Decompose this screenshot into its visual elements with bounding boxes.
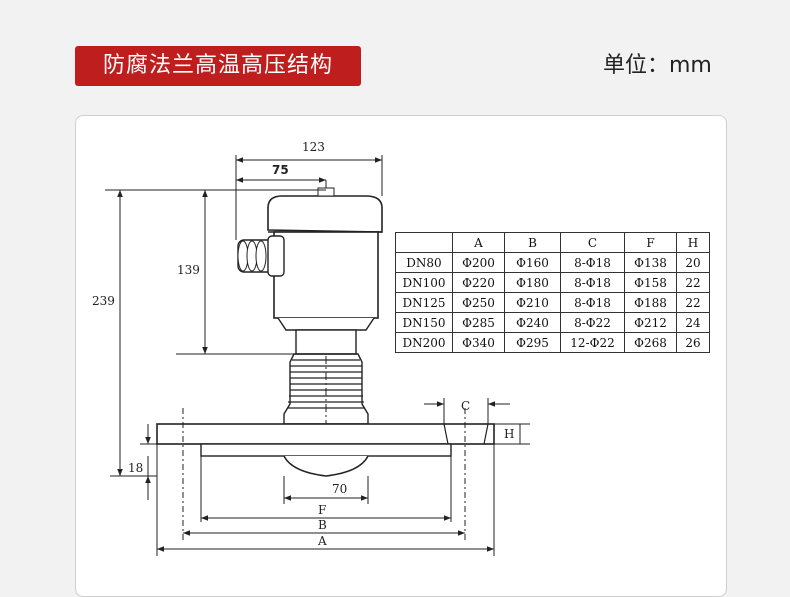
table-cell: Φ138 bbox=[624, 252, 677, 273]
table-cell: 26 bbox=[676, 332, 710, 353]
dim-139: 139 bbox=[177, 263, 200, 277]
table-cell: Φ240 bbox=[504, 312, 561, 333]
table-cell: Φ285 bbox=[452, 312, 505, 333]
table-cell: 8-Φ18 bbox=[560, 272, 625, 293]
table-cell: DN150 bbox=[395, 312, 453, 333]
table-cell: DN80 bbox=[395, 252, 453, 273]
dimension-table: A B C F H DN80 Φ200 Φ160 8-Φ18 Φ138 20 D… bbox=[395, 232, 710, 353]
dim-h: H bbox=[504, 427, 514, 441]
table-cell: Φ220 bbox=[452, 272, 505, 293]
table-cell: Φ268 bbox=[624, 332, 677, 353]
table-cell: Φ160 bbox=[504, 252, 561, 273]
table-cell: DN200 bbox=[395, 332, 453, 353]
unit-label: 单位：mm bbox=[603, 53, 712, 78]
section-title: 防腐法兰高温高压结构 bbox=[75, 46, 361, 86]
table-row: DN125 Φ250 Φ210 8-Φ18 Φ188 22 bbox=[395, 292, 710, 313]
dim-18: 18 bbox=[128, 461, 143, 475]
dim-239: 239 bbox=[92, 294, 115, 308]
table-row: DN100 Φ220 Φ180 8-Φ18 Φ158 22 bbox=[395, 272, 710, 293]
table-cell: 24 bbox=[676, 312, 710, 333]
dim-a: A bbox=[317, 534, 327, 548]
table-cell: Φ158 bbox=[624, 272, 677, 293]
dim-f: F bbox=[318, 503, 326, 517]
table-row: DN200 Φ340 Φ295 12-Φ22 Φ268 26 bbox=[395, 332, 710, 353]
cable-gland bbox=[237, 235, 285, 277]
engineering-drawing: 123 75 139 239 18 70 C H F B A bbox=[92, 140, 530, 556]
table-cell: Φ212 bbox=[624, 312, 677, 333]
dimension-lines bbox=[105, 155, 530, 556]
table-header-cell: A bbox=[452, 232, 505, 253]
dim-75: 75 bbox=[272, 163, 289, 177]
table-header-row: A B C F H bbox=[395, 232, 710, 253]
table-cell: 8-Φ18 bbox=[560, 292, 625, 313]
table-cell: 22 bbox=[676, 292, 710, 313]
table-cell: 22 bbox=[676, 272, 710, 293]
table-cell: 12-Φ22 bbox=[560, 332, 625, 353]
table-cell: 20 bbox=[676, 252, 710, 273]
table-cell: Φ188 bbox=[624, 292, 677, 313]
table-header-cell: H bbox=[676, 232, 710, 253]
table-cell: Φ340 bbox=[452, 332, 505, 353]
table-cell: Φ200 bbox=[452, 252, 505, 273]
table-row: DN80 Φ200 Φ160 8-Φ18 Φ138 20 bbox=[395, 252, 710, 273]
flange bbox=[156, 408, 495, 540]
table-cell: 8-Φ18 bbox=[560, 252, 625, 273]
table-cell: DN125 bbox=[395, 292, 453, 313]
table-header-cell: B bbox=[504, 232, 561, 253]
table-cell: DN100 bbox=[395, 272, 453, 293]
table-cell: Φ180 bbox=[504, 272, 561, 293]
table-row: DN150 Φ285 Φ240 8-Φ22 Φ212 24 bbox=[395, 312, 710, 333]
dim-123: 123 bbox=[302, 140, 325, 154]
transmitter-housing bbox=[267, 187, 383, 331]
dim-70: 70 bbox=[332, 482, 347, 496]
table-cell: Φ210 bbox=[504, 292, 561, 313]
dim-c: C bbox=[461, 399, 470, 413]
table-cell: 8-Φ22 bbox=[560, 312, 625, 333]
table-header-cell: C bbox=[560, 232, 625, 253]
table-header-cell: F bbox=[624, 232, 677, 253]
dim-b: B bbox=[318, 518, 327, 532]
table-cell: Φ250 bbox=[452, 292, 505, 313]
table-header-cell bbox=[395, 232, 453, 253]
table-cell: Φ295 bbox=[504, 332, 561, 353]
